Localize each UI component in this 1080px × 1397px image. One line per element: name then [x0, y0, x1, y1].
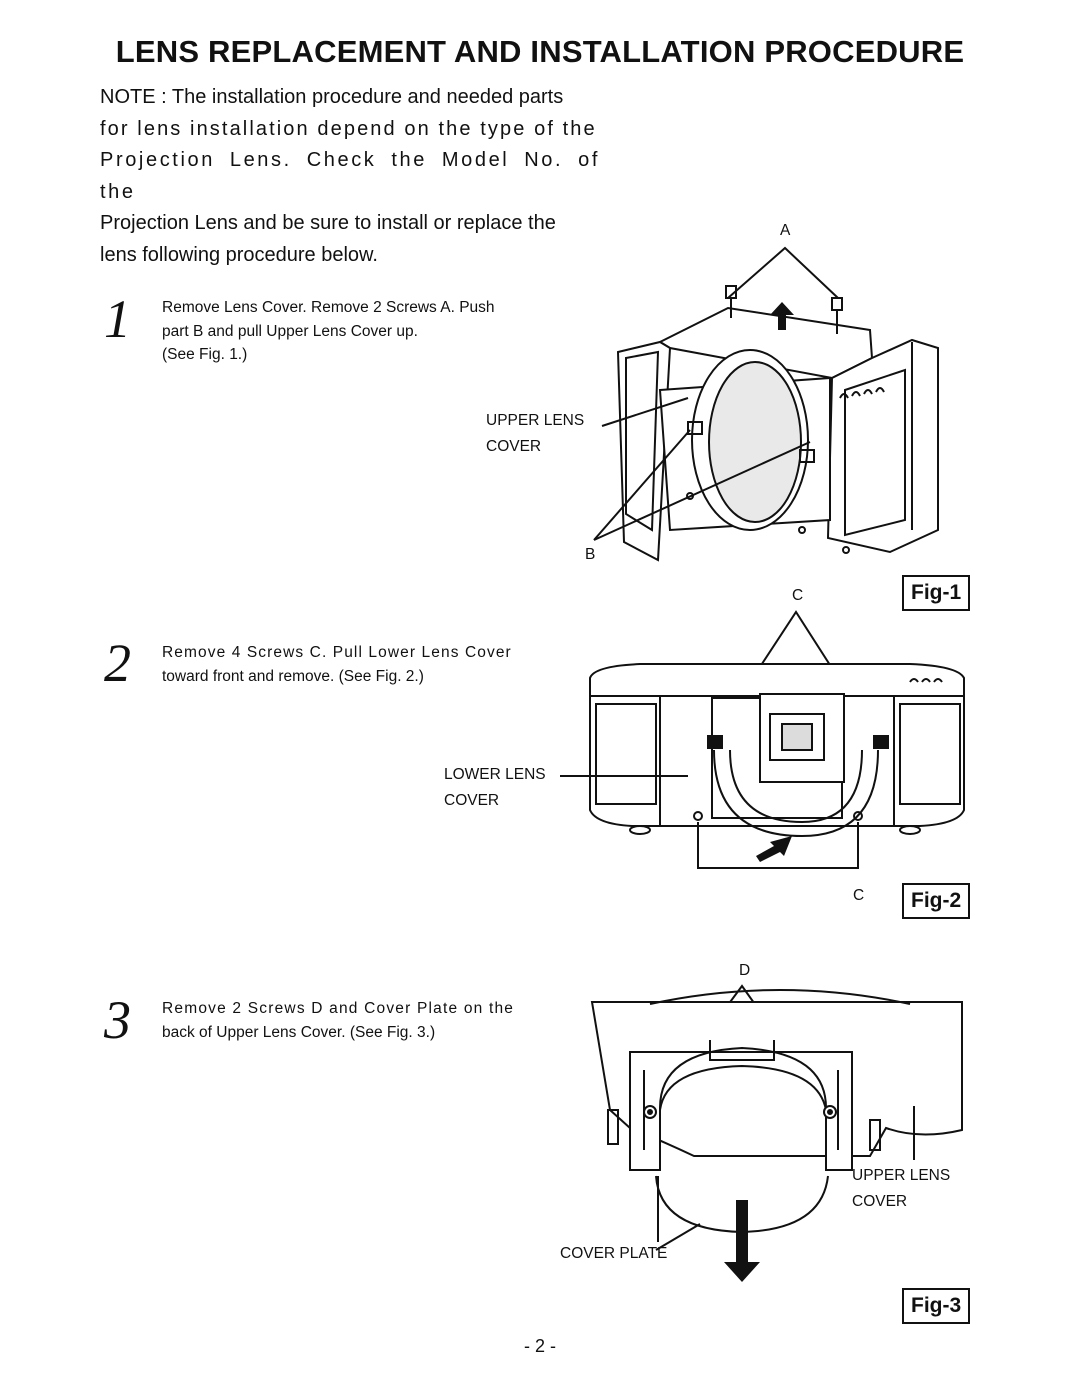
label-line: UPPER LENS [486, 412, 585, 429]
fig-2-label: Fig-2 [902, 883, 971, 919]
page-title: LENS REPLACEMENT AND INSTALLATION PROCED… [115, 34, 965, 69]
page-number: - 2 - [523, 1336, 556, 1356]
step-line: (See Fig. 1.) [162, 346, 248, 363]
step-line: Remove Lens Cover. Remove 2 Screws A. Pu… [162, 299, 495, 316]
note-line: lens following procedure below. [100, 243, 378, 266]
note-line: for lens installation depend on the type… [100, 117, 597, 140]
note-line: Projection Lens and be sure to install o… [100, 212, 556, 234]
step-3-number: 3 [104, 990, 131, 1050]
label-line: COVER [486, 438, 542, 455]
fig-3-label: Fig-3 [902, 1288, 971, 1324]
fig-1-projector-illustration [593, 246, 939, 562]
note-line: Projection Lens. Check the Model No. of … [100, 149, 600, 203]
step-line: back of Upper Lens Cover. (See Fig. 3.) [162, 1023, 436, 1041]
screw-c-top-label: C [792, 587, 804, 604]
installation-note: NOTE : The installation procedure and ne… [100, 82, 600, 271]
step-2-number: 2 [104, 633, 131, 693]
fig-3-lens-cover-illustration [590, 984, 963, 1282]
screw-a-label: A [780, 222, 791, 239]
step-1-text: Remove Lens Cover. Remove 2 Screws A. Pu… [162, 296, 495, 367]
fig-2-projector-illustration [560, 610, 965, 869]
cover-plate-label: COVER PLATE [560, 1245, 668, 1262]
step-3-text: Remove 2 Screws D and Cover Plate on the… [162, 997, 514, 1044]
step-1-number: 1 [104, 289, 131, 349]
label-line: COVER [444, 792, 500, 809]
note-line: NOTE : The installation procedure and ne… [100, 86, 564, 108]
step-2-text: Remove 4 Screws C. Pull Lower Lens Cover… [162, 641, 512, 688]
screw-d-label: D [739, 962, 751, 979]
fig-1-label: Fig-1 [902, 575, 971, 611]
step-line: toward front and remove. (See Fig. 2.) [162, 667, 424, 685]
label-line: UPPER LENS [852, 1167, 951, 1184]
step-line: Remove 4 Screws C. Pull Lower Lens Cover [162, 644, 512, 661]
upper-lens-cover-label: UPPER LENS COVER [486, 408, 584, 460]
label-line: COVER [852, 1193, 908, 1210]
label-line: LOWER LENS [444, 766, 546, 783]
step-line: Remove 2 Screws D and Cover Plate on the [162, 1000, 515, 1017]
upper-lens-cover-label: UPPER LENS COVER [852, 1163, 950, 1215]
part-b-label: B [585, 546, 596, 563]
screw-c-bottom-label: C [853, 887, 865, 904]
lower-lens-cover-label: LOWER LENS COVER [444, 762, 546, 814]
step-line: part B and pull Upper Lens Cover up. [162, 322, 418, 340]
